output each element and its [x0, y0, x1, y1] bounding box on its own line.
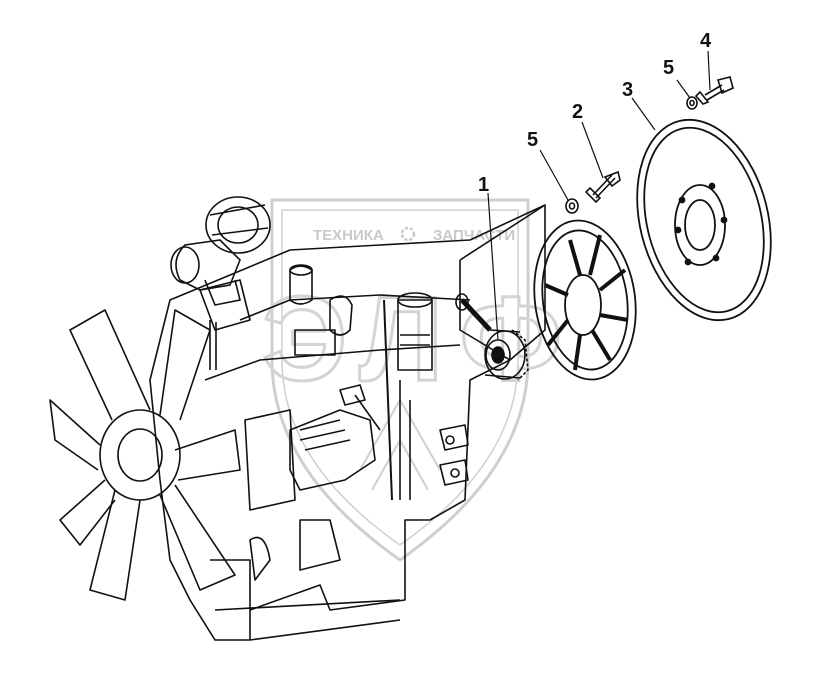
part-4-bolt [694, 76, 734, 105]
leader-lines [487, 50, 711, 341]
callout-5-right: 5 [663, 57, 675, 79]
callout-2: 2 [572, 101, 584, 123]
watermark-logo: ЭЛФ [262, 272, 562, 406]
gear-icon [400, 226, 416, 242]
watermark-right-text: ЗАПЧАСТИ [433, 227, 515, 244]
part-5-washers [565, 96, 698, 214]
callout-4: 4 [700, 30, 712, 52]
callout-3: 3 [622, 79, 634, 101]
engine-block [149, 204, 546, 641]
callout-5-left: 5 [527, 129, 539, 151]
flywheel-housing [533, 219, 637, 381]
watermark-left-text: ТЕХНИКА [313, 227, 384, 244]
part-2-bolt [584, 170, 621, 204]
part-1-gear [455, 293, 529, 381]
watermark-shield [270, 198, 530, 562]
callout-1: 1 [478, 174, 490, 196]
turbocharger [170, 196, 271, 306]
cooling-fan [49, 309, 241, 601]
part-3-flywheel [636, 118, 772, 322]
